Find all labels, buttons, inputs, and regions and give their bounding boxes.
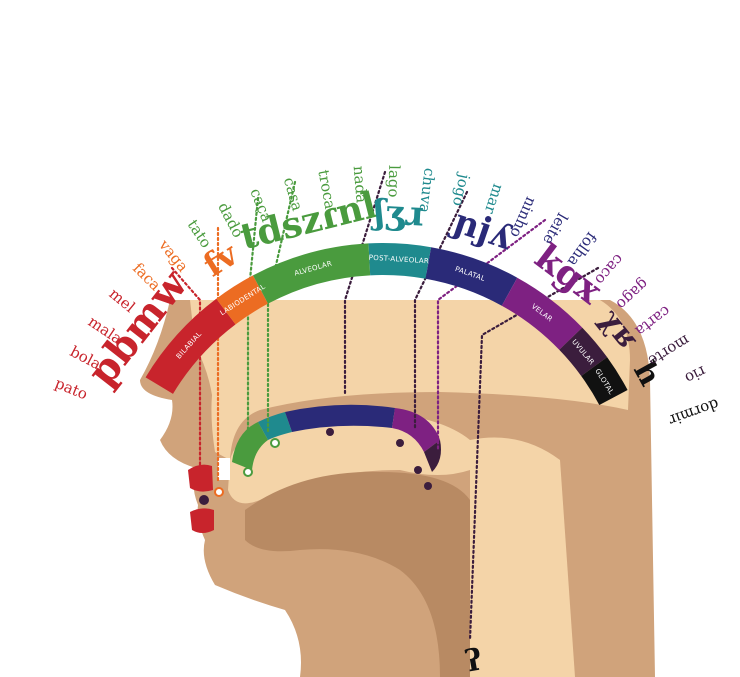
example-word: rio bbox=[682, 362, 709, 387]
example-word: lago bbox=[385, 165, 404, 198]
pharynx bbox=[470, 438, 575, 677]
upper-teeth bbox=[218, 458, 230, 480]
example-word: jogo bbox=[449, 171, 474, 208]
articulation-point bbox=[199, 495, 209, 505]
articulation-point bbox=[271, 439, 279, 447]
example-word: nada bbox=[350, 165, 371, 204]
lower-lip bbox=[190, 508, 214, 533]
example-word: pato bbox=[52, 374, 90, 403]
articulation-point bbox=[244, 468, 252, 476]
example-word: dormir bbox=[666, 395, 722, 430]
articulation-point bbox=[396, 439, 404, 447]
articulation-point bbox=[326, 428, 334, 436]
phonemes-postalveolar: ʃʒɹ bbox=[370, 192, 425, 235]
example-word: ninho bbox=[506, 194, 540, 240]
articulation-point bbox=[215, 488, 223, 496]
articulation-point bbox=[414, 466, 422, 474]
example-word: morte bbox=[645, 331, 693, 370]
articulation-point bbox=[424, 482, 432, 490]
example-word: mar bbox=[481, 182, 508, 217]
example-word: leite bbox=[539, 210, 571, 248]
example-word: chuva bbox=[415, 167, 438, 214]
arc-segment-alveolar bbox=[253, 243, 370, 303]
